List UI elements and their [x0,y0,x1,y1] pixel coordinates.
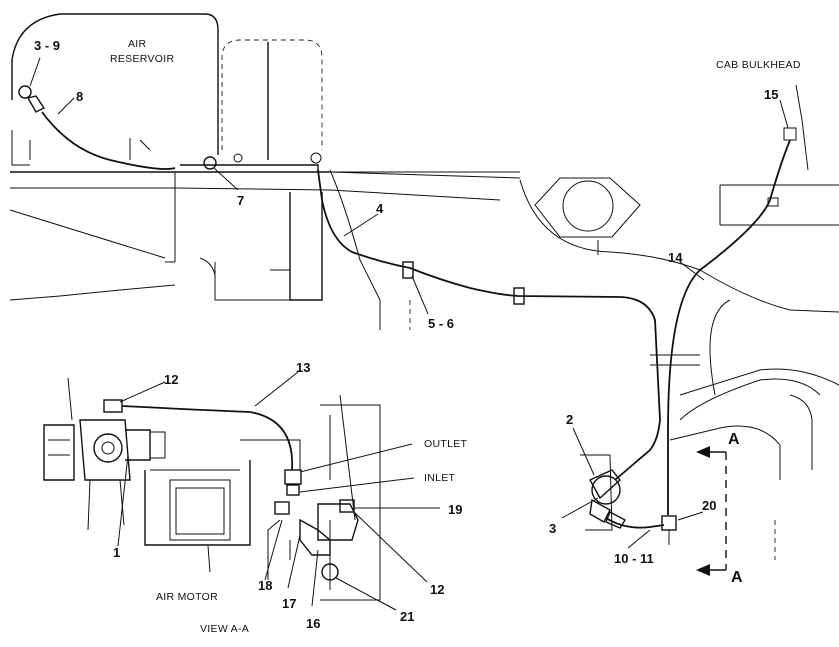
air-valve [580,454,626,531]
callout-3-9: 3 - 9 [34,38,60,53]
callout-16: 16 [306,616,320,631]
tank-outline-dashed [221,39,411,330]
callout-18: 18 [258,578,272,593]
body-contour [330,84,839,560]
callout-12-bottom: 12 [430,582,444,597]
label-air-reservoir-line2: RESERVOIR [110,53,174,65]
reservoir-fittings [18,85,322,170]
label-section-a-bottom: A [731,569,743,586]
callout-2: 2 [566,412,573,427]
clip-5-6 [402,261,414,279]
callout-5-6: 5 - 6 [428,316,454,331]
motor-housing [320,394,381,601]
callout-8: 8 [76,89,83,104]
label-outlet: OUTLET [424,438,468,450]
callout-21: 21 [400,609,414,624]
hose-14 [667,139,791,515]
bulkhead-fitting-15 [783,127,797,141]
hose-13 [121,405,294,471]
label-air-motor: AIR MOTOR [156,591,218,603]
callout-12-top: 12 [164,372,178,387]
label-cab-bulkhead: CAB BULKHEAD [716,59,801,71]
label-inlet: INLET [424,472,456,484]
leader-lines [29,57,789,611]
mounting-bracket [199,192,323,301]
inlet-outlet-fittings [267,469,359,581]
relay-valve-assembly [43,377,166,531]
callout-19: 19 [448,502,462,517]
callout-7: 7 [237,193,244,208]
hose-8 [41,111,176,170]
callout-15: 15 [764,87,778,102]
callout-14: 14 [668,250,683,265]
fitting-20 [661,515,677,545]
air-reservoir [11,13,219,166]
label-view-a-a: VIEW A-A [200,623,249,635]
label-section-a-top: A [728,431,740,448]
air-motor [144,439,301,546]
callout-1: 1 [113,545,120,560]
frame-rail [9,138,521,301]
clip-mid [513,287,525,305]
hose-4 [317,169,661,481]
callout-10-11: 10 - 11 [614,551,654,566]
section-marker-a-a [696,446,727,576]
callout-13: 13 [296,360,310,375]
callout-4: 4 [376,201,384,216]
hose-10-11 [605,517,665,529]
callout-20: 20 [702,498,716,513]
fitting-12-top [103,399,123,413]
callout-3: 3 [549,521,556,536]
label-air-reservoir-line1: AIR [128,38,147,50]
bulkhead-clip [767,197,779,207]
callout-17: 17 [282,596,296,611]
